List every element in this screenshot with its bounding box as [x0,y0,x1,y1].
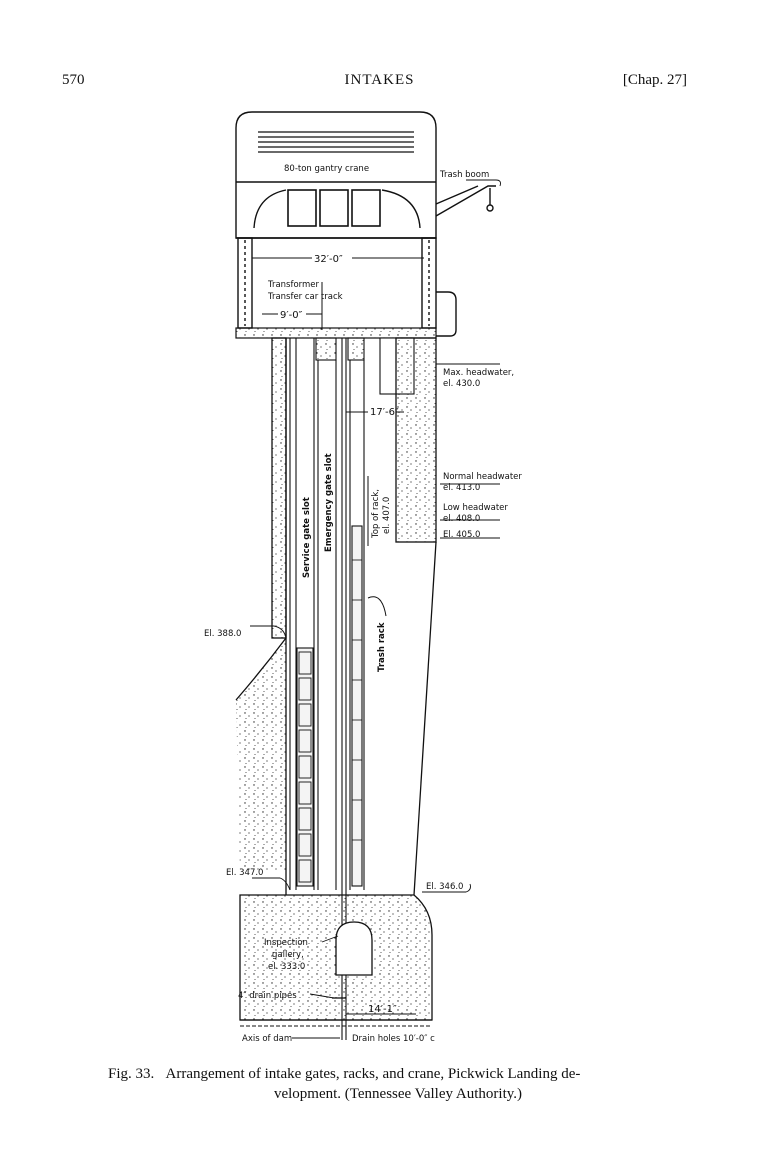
normal-headwater-label: Normal headwater [443,472,522,482]
gantry-crane [235,111,496,337]
service-gate-slot [289,338,315,890]
trash-rack-label: Trash rack [377,622,387,672]
max-headwater-label: Max. headwater, [443,368,514,378]
transformer-label: Transformer [267,280,320,290]
intake-deck [235,327,437,339]
emergency-gate-slot-label: Emergency gate slot [324,453,334,552]
caption-prefix: Fig. 33. [108,1066,155,1082]
service-gate-slot-label: Service gate slot [302,497,312,578]
leader-lines [250,179,501,1039]
crane-span-label: 32′-0″ [314,254,343,265]
low-headwater-elevation: el. 408.0 [443,514,480,524]
crane-label: 80-ton gantry crane [284,164,369,174]
caption-text-line1: Arrangement of intake gates, racks, and … [165,1066,581,1082]
inspection-gallery-elevation: el. 333.0 [268,962,305,972]
figure-caption: Fig. 33. Arrangement of intake gates, ra… [108,1064,688,1104]
transfer-car-track-label: Transfer car track [267,292,343,302]
normal-headwater-elevation: el. 413.0 [443,483,480,493]
intake-section-drawing: 80-ton gantry crane Trash boom 32′-0″ Tr… [204,111,522,1044]
gallery-offset-label: 14′-1″ [368,1004,397,1015]
low-headwater-label: Low headwater [443,503,508,513]
track-gauge-dimension [262,282,323,330]
caption-text-line2: velopment. (Tennessee Valley Authority.) [273,1086,523,1102]
inspection-gallery-label-2: gallery, [272,950,304,960]
inspection-gallery-label: Inspection [264,938,308,948]
top-of-rack-elevation: el. 407.0 [382,497,392,534]
el-388-label: El. 388.0 [204,629,241,639]
max-headwater-elevation: el. 430.0 [443,379,480,389]
page-number: 570 [62,72,85,88]
track-gauge-label: 9′-0″ [280,310,303,321]
top-of-rack-label: Top of rack, [371,489,381,539]
rack-offset-label: 17′-6″ [370,407,399,418]
el-405-label: El. 405.0 [443,530,480,540]
rack-offset-dimension [346,411,404,546]
drain-pipes-label: 4″ drain pipes [238,991,297,1001]
el-347-label: El. 347.0 [226,868,263,878]
trash-boom-label: Trash boom [439,170,489,180]
drain-holes-label: Drain holes 10′-0″ c [352,1034,435,1044]
page-title: INTAKES [344,72,415,88]
axis-of-dam-label: Axis of dam [242,1034,292,1044]
upstream-wall [395,337,500,896]
intake-pier [235,337,287,895]
chapter-reference: [Chap. 27] [622,72,687,88]
el-346-label: El. 346.0 [426,882,463,892]
base-slab [239,894,433,1027]
